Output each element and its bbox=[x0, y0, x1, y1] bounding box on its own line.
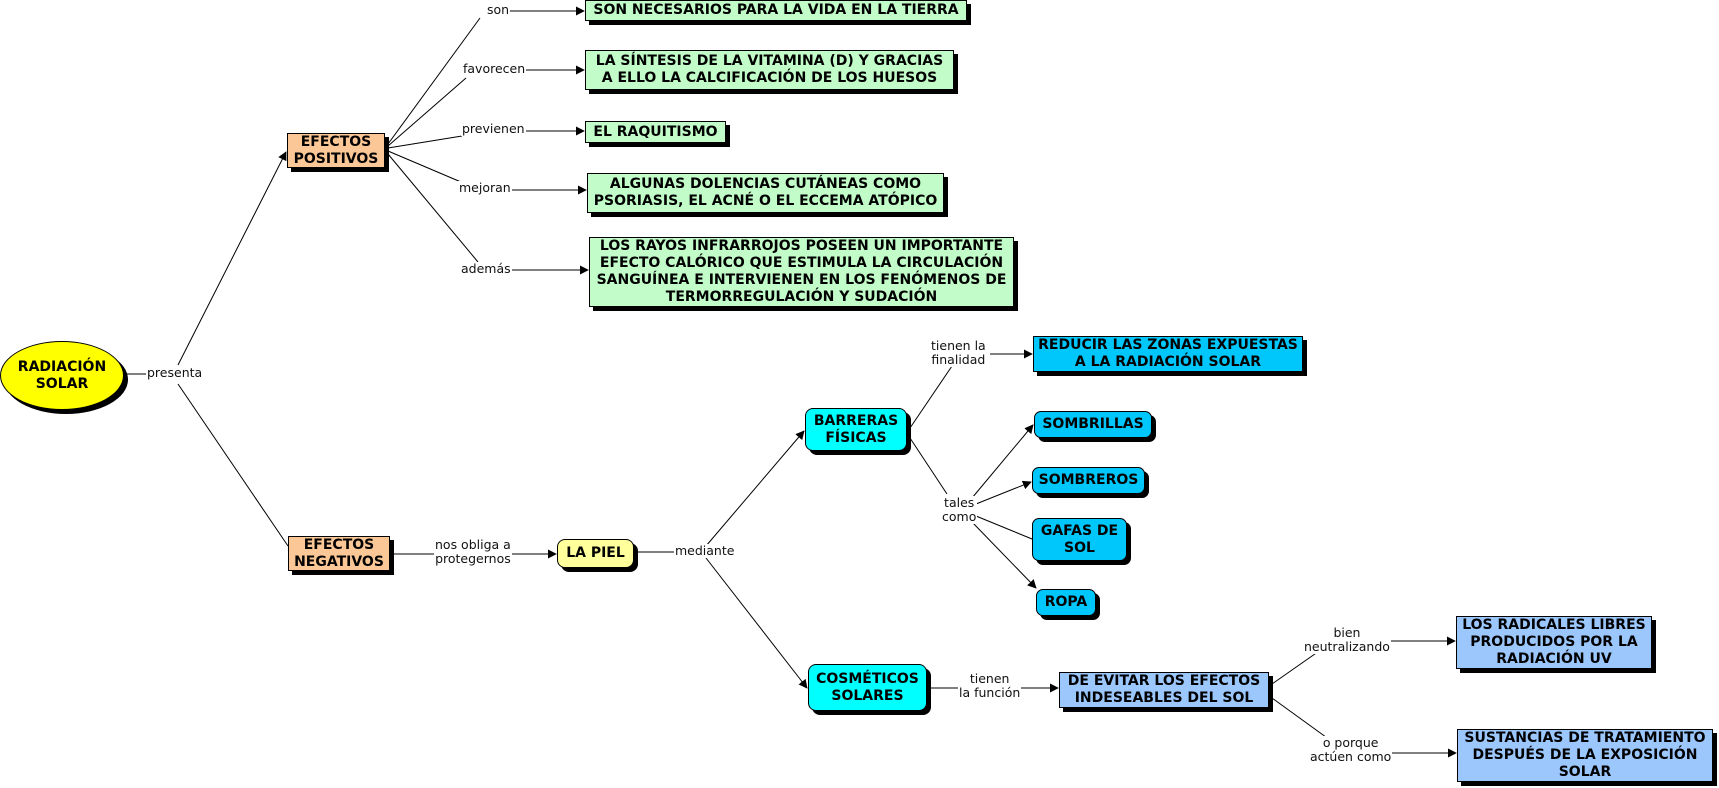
edge-evitar-bien bbox=[1271, 648, 1323, 685]
node-reducir-zonas: REDUCIR LAS ZONAS EXPUESTAS A LA RADIACI… bbox=[1033, 336, 1303, 372]
link-nos-obliga: nos obliga a protegernos bbox=[434, 537, 512, 566]
edge-evitar-oporque bbox=[1271, 697, 1331, 741]
edge-barreras-finalidad bbox=[909, 365, 953, 429]
node-cosmeticos-solares: COSMÉTICOS SOLARES bbox=[808, 664, 927, 711]
node-efectos-negativos: EFECTOS NEGATIVOS bbox=[288, 536, 390, 571]
node-barreras-fisicas: BARRERAS FÍSICAS bbox=[805, 408, 907, 451]
edge-mediante-barreras bbox=[705, 430, 805, 547]
edge-positivos-mejoran bbox=[387, 150, 462, 183]
link-tienen-finalidad: tienen la finalidad bbox=[930, 338, 987, 367]
link-mediante: mediante bbox=[674, 543, 736, 558]
edge-positivos-previenen bbox=[387, 135, 463, 149]
edge-positivos-ademas bbox=[387, 153, 479, 263]
link-mejoran: mejoran bbox=[458, 180, 512, 195]
node-positivo-dolencias: ALGUNAS DOLENCIAS CUTÁNEAS COMO PSORIASI… bbox=[587, 173, 944, 213]
node-positivo-vida: SON NECESARIOS PARA LA VIDA EN LA TIERRA bbox=[585, 0, 967, 21]
edge-barreras-tales bbox=[909, 437, 948, 495]
link-tales-como: tales como bbox=[941, 495, 978, 524]
link-previenen: previenen bbox=[461, 121, 526, 136]
edge-presenta-positivos bbox=[177, 151, 287, 366]
edge-mediante-cosmeticos bbox=[705, 557, 808, 689]
node-positivo-vitamina: LA SÍNTESIS DE LA VITAMINA (D) Y GRACIAS… bbox=[585, 50, 954, 90]
edge-presenta-negativos bbox=[177, 383, 289, 547]
link-o-porque: o porque actúen como bbox=[1309, 735, 1393, 764]
node-radicales-libres: LOS RADICALES LIBRES PRODUCIDOS POR LA R… bbox=[1456, 616, 1652, 669]
edge-tales-sombreros bbox=[975, 480, 1032, 505]
link-bien-neutralizando: bien neutralizando bbox=[1303, 625, 1391, 654]
node-la-piel: LA PIEL bbox=[557, 539, 634, 568]
node-ropa: ROPA bbox=[1036, 589, 1096, 616]
node-efectos-positivos: EFECTOS POSITIVOS bbox=[287, 133, 385, 168]
node-positivo-infrarrojos: LOS RAYOS INFRARROJOS POSEEN UN IMPORTAN… bbox=[589, 237, 1014, 307]
link-favorecen: favorecen bbox=[462, 61, 527, 76]
node-sustancias-tratamiento: SUSTANCIAS DE TRATAMIENTO DESPUÉS DE LA … bbox=[1457, 729, 1713, 782]
edge-tales-ropa bbox=[971, 521, 1037, 589]
link-son: son bbox=[486, 2, 511, 17]
link-tienen-funcion: tienen la función bbox=[958, 671, 1022, 700]
node-evitar-efectos: DE EVITAR LOS EFECTOS INDESEABLES DEL SO… bbox=[1059, 672, 1269, 708]
link-ademas: además bbox=[460, 261, 512, 276]
node-positivo-raquitismo: EL RAQUITISMO bbox=[585, 121, 726, 143]
edge-positivos-favorecen bbox=[387, 77, 467, 147]
node-radiacion-solar: RADIACIÓN SOLAR bbox=[0, 341, 124, 410]
edge-tales-sombrillas bbox=[971, 424, 1034, 499]
node-sombrillas: SOMBRILLAS bbox=[1034, 411, 1152, 438]
link-presenta: presenta bbox=[146, 365, 204, 380]
edge-tales-gafas bbox=[975, 515, 1033, 540]
edge-positivos-son bbox=[387, 17, 481, 145]
node-gafas-de-sol: GAFAS DE SOL bbox=[1032, 518, 1127, 561]
node-sombreros: SOMBREROS bbox=[1032, 467, 1145, 494]
